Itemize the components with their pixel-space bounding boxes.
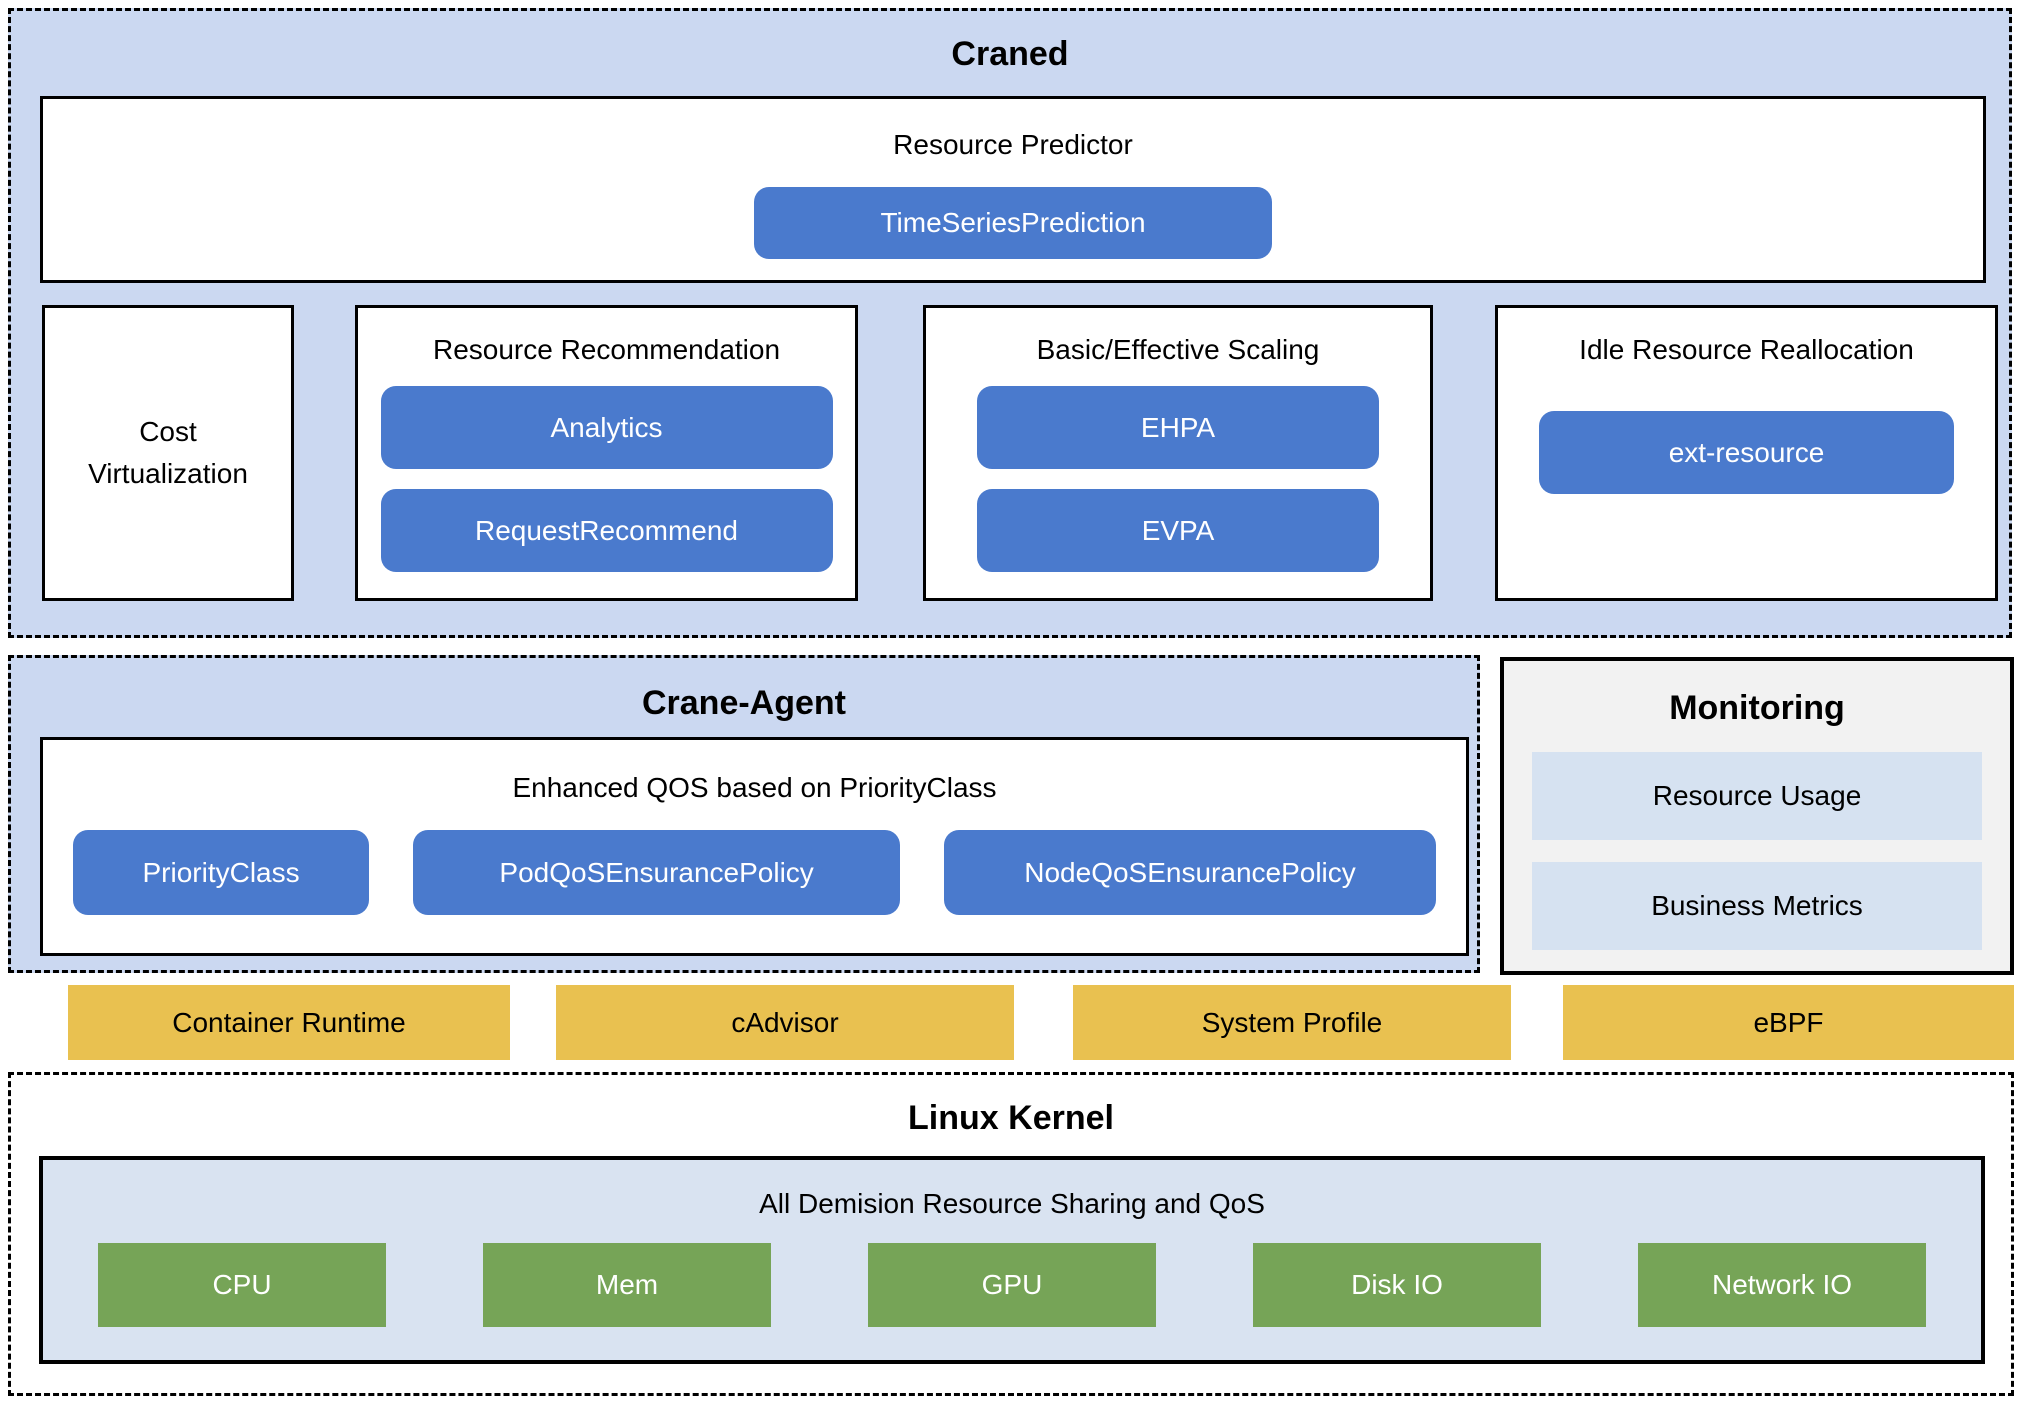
cadvisor-box: cAdvisor	[556, 985, 1014, 1060]
idle-resource-reallocation-box: Idle Resource Reallocation ext-resource	[1495, 305, 1998, 601]
ext-resource-button: ext-resource	[1539, 411, 1954, 494]
cost-virtualization-box: Cost Virtualization	[42, 305, 294, 601]
basic-effective-scaling-title: Basic/Effective Scaling	[1036, 334, 1320, 365]
qos-buttons-row: PriorityClass PodQoSEnsurancePolicy Node…	[73, 830, 1436, 915]
analytics-button: Analytics	[380, 386, 833, 469]
evpa-button: EVPA	[977, 489, 1379, 572]
monitoring-title: Monitoring	[1669, 689, 1845, 727]
enhanced-qos-panel: Enhanced QOS based on PriorityClass Prio…	[40, 737, 1469, 956]
nodeqosensurancepolicy-button: NodeQoSEnsurancePolicy	[944, 830, 1436, 915]
idle-resource-reallocation-title: Idle Resource Reallocation	[1579, 334, 1914, 365]
craned-title: Craned	[951, 35, 1069, 73]
business-metrics-item: Business Metrics	[1532, 862, 1982, 950]
monitoring-section: Monitoring Resource Usage Business Metri…	[1500, 657, 2014, 975]
priorityclass-button: PriorityClass	[73, 830, 370, 915]
resource-usage-item: Resource Usage	[1532, 752, 1982, 840]
resource-sharing-panel: All Demision Resource Sharing and QoS CP…	[39, 1156, 1985, 1364]
cost-virtualization-label: Cost Virtualization	[88, 416, 248, 489]
ebpf-box: eBPF	[1563, 985, 2014, 1060]
mem-box: Mem	[483, 1243, 771, 1327]
linux-kernel-title: Linux Kernel	[908, 1099, 1114, 1137]
basic-effective-scaling-box: Basic/Effective Scaling EHPA EVPA	[923, 305, 1433, 601]
crane-agent-title: Crane-Agent	[641, 684, 847, 722]
cpu-box: CPU	[98, 1243, 386, 1327]
timeseriesprediction-button: TimeSeriesPrediction	[754, 187, 1272, 259]
resource-sharing-title: All Demision Resource Sharing and QoS	[759, 1188, 1265, 1219]
system-profile-box: System Profile	[1073, 985, 1511, 1060]
resource-predictor-panel: Resource Predictor TimeSeriesPrediction	[40, 96, 1986, 283]
kernel-resources-row: CPU Mem GPU Disk IO Network IO	[98, 1243, 1926, 1327]
container-runtime-box: Container Runtime	[68, 985, 510, 1060]
ehpa-button: EHPA	[977, 386, 1379, 469]
crane-agent-section: Crane-Agent Enhanced QOS based on Priori…	[8, 655, 1480, 973]
disk-io-box: Disk IO	[1253, 1243, 1541, 1327]
network-io-box: Network IO	[1638, 1243, 1926, 1327]
resource-recommendation-box: Resource Recommendation Analytics Reques…	[355, 305, 858, 601]
podqosensurancepolicy-button: PodQoSEnsurancePolicy	[413, 830, 901, 915]
enhanced-qos-title: Enhanced QOS based on PriorityClass	[512, 772, 997, 803]
gpu-box: GPU	[868, 1243, 1156, 1327]
resource-recommendation-title: Resource Recommendation	[432, 334, 781, 365]
requestrecommend-button: RequestRecommend	[380, 489, 833, 572]
resource-predictor-title: Resource Predictor	[893, 129, 1133, 160]
craned-section: Craned Resource Predictor TimeSeriesPred…	[8, 8, 2012, 638]
linux-kernel-section: Linux Kernel All Demision Resource Shari…	[8, 1072, 2014, 1396]
